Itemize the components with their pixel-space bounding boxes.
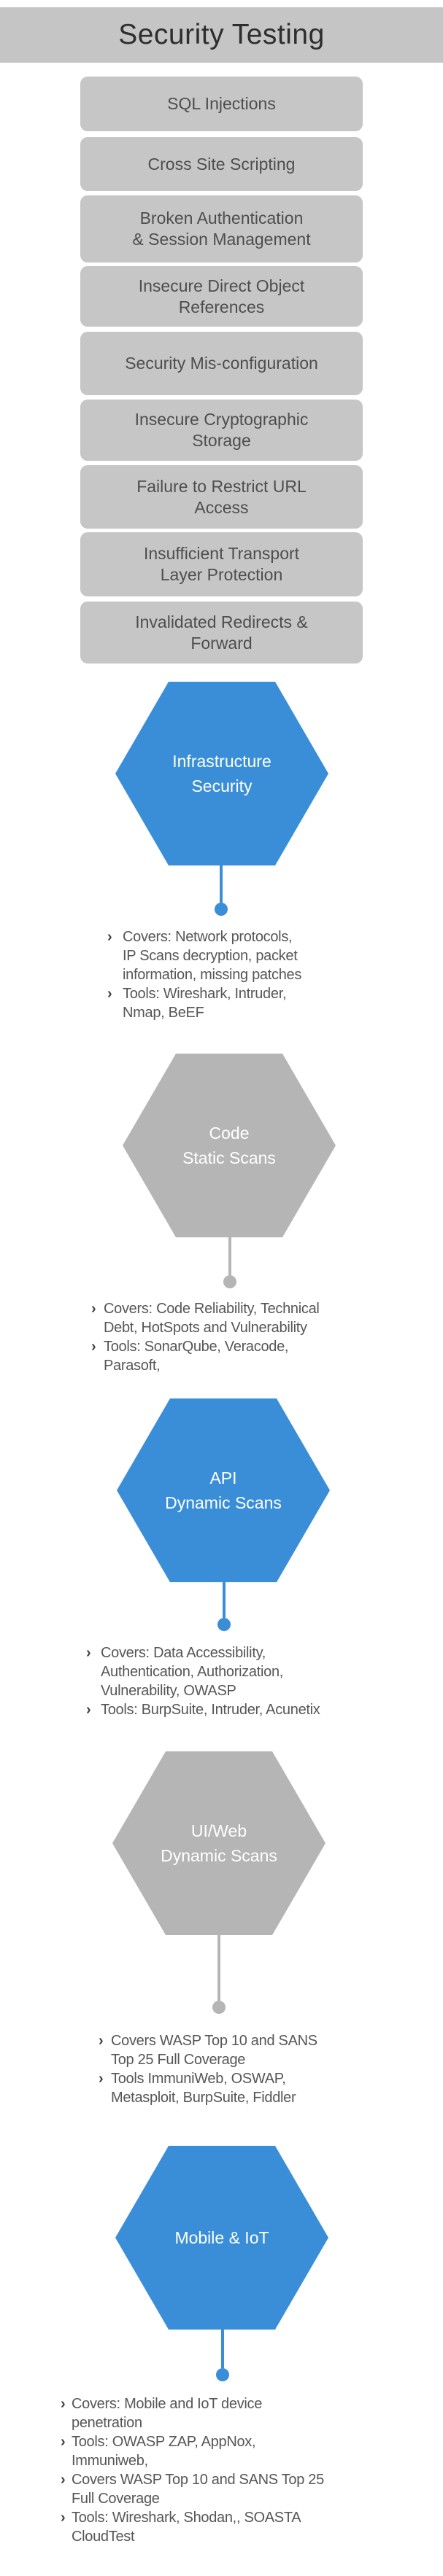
hexagon-label: API Dynamic Scans — [165, 1468, 282, 1512]
connector-dot — [212, 2001, 226, 2014]
bullet-item: › Covers: Code Reliability, Technical Deb… — [91, 1299, 351, 1337]
topic-box-cross-site-scripting: Cross Site Scripting — [80, 137, 363, 191]
page-title: Security Testing — [118, 19, 325, 50]
hexagon-ui-web-dynamic-scans: UI/Web Dynamic Scans — [112, 1751, 325, 1935]
section-bullets-infrastructure: › Covers: Network protocols, IP Scans dec… — [107, 927, 337, 1022]
chevron-bullet-icon: › — [99, 2033, 104, 2049]
hexagon-label: Code Static Scans — [182, 1124, 276, 1167]
bullet-text: Tools: BurpSuite, Intruder, Acunetix — [101, 1702, 320, 1718]
chevron-bullet-icon: › — [61, 2472, 66, 2488]
connector-stem — [217, 1935, 220, 2001]
topic-box-insecure-cryptographic-storage: Insecure Cryptographic Storage — [80, 400, 363, 461]
bullet-item: › Tools: Wireshark, Intruder, Nmap, BeEF — [107, 984, 337, 1022]
bullet-text: Covers: Mobile and IoT device penetratio… — [72, 2396, 263, 2431]
connector-stem — [220, 865, 223, 904]
topic-box-label: Security Mis-configuration — [125, 354, 318, 373]
bullet-item: › Covers WASP Top 10 and SANS Top 25 Full… — [99, 2031, 355, 2069]
topic-box-security-misconfiguration: Security Mis-configuration — [80, 332, 363, 395]
bullet-item: › Covers: Data Accessibility, Authenticat… — [86, 1643, 355, 1700]
chevron-bullet-icon: › — [86, 1702, 91, 1718]
chevron-bullet-icon: › — [107, 929, 112, 945]
bullet-item: › Tools ImmuniWeb, OSWAP, Metasploit, Bur… — [99, 2069, 355, 2107]
chevron-bullet-icon: › — [91, 1301, 96, 1317]
topic-box-failure-restrict-url: Failure to Restrict URL Access — [80, 465, 363, 529]
connector-dot — [223, 1275, 236, 1288]
topic-box-label: Insecure Cryptographic Storage — [134, 410, 309, 450]
bullet-item: › Tools: BurpSuite, Intruder, Acunetix — [86, 1700, 355, 1719]
connector-dot — [217, 1618, 231, 1631]
bullet-text: Tools ImmuniWeb, OSWAP, Metasploit, Burp… — [111, 2071, 296, 2106]
bullet-item: › Covers WASP Top 10 and SANS Top 25 Full… — [61, 2470, 324, 2508]
hexagon-api-dynamic-scans: API Dynamic Scans — [117, 1398, 330, 1582]
chevron-bullet-icon: › — [61, 2434, 66, 2450]
hexagon-label: UI/Web Dynamic Scans — [161, 1821, 277, 1865]
connector-stem — [221, 2328, 224, 2368]
topic-box-label: Failure to Restrict URL Access — [136, 476, 307, 517]
chevron-bullet-icon: › — [107, 986, 112, 1002]
section-bullets-api-dynamic: › Covers: Data Accessibility, Authenticat… — [86, 1643, 355, 1719]
chevron-bullet-icon: › — [86, 1645, 91, 1661]
topic-box-label: Insecure Direct Object References — [138, 276, 305, 316]
bullet-text: Covers WASP Top 10 and SANS Top 25 Full … — [72, 2472, 324, 2507]
bullet-text: Covers: Data Accessibility, Authenticati… — [101, 1645, 284, 1699]
topic-box-invalidated-redirects: Invalidated Redirects & Forward — [80, 602, 363, 664]
bullet-text: Tools: Wireshark, Shodan,, SOASTA CloudT… — [72, 2510, 301, 2545]
bullet-text: Tools: Wireshark, Intruder, Nmap, BeEF — [123, 986, 287, 1021]
connector-dot — [215, 903, 228, 916]
bullet-text: Covers WASP Top 10 and SANS Top 25 Full … — [111, 2033, 317, 2068]
bullet-item: › Tools: OWASP ZAP, AppNox, Immuniweb, — [61, 2432, 320, 2470]
section-bullets-ui-web: › Covers WASP Top 10 and SANS Top 25 Full… — [99, 2031, 355, 2107]
bullet-text: Tools: SonarQube, Veracode, Parasoft, — [104, 1339, 289, 1374]
page-title-band: Security Testing — [0, 7, 443, 63]
connector-stem — [228, 1237, 231, 1275]
hexagon-label: Mobile & IoT — [174, 2228, 269, 2247]
section-bullets-mobile-iot: › Covers: Mobile and IoT device penetrati… — [61, 2394, 324, 2546]
hexagon-infrastructure-security: Infrastructure Security — [115, 682, 328, 865]
hexagon-label: Infrastructure Security — [172, 752, 271, 795]
bullet-text: Covers: Code Reliability, Technical Debt… — [104, 1301, 320, 1336]
topic-box-label: Invalidated Redirects & Forward — [135, 612, 308, 653]
hexagon-mobile-iot: Mobile & IoT — [115, 2146, 328, 2330]
chevron-bullet-icon: › — [61, 2510, 66, 2526]
topic-box-sql-injections: SQL Injections — [80, 77, 363, 131]
bullet-text: Tools: OWASP ZAP, AppNox, Immuniweb, — [72, 2434, 256, 2469]
chevron-bullet-icon: › — [91, 1339, 96, 1355]
section-bullets-code-static: › Covers: Code Reliability, Technical Deb… — [91, 1299, 351, 1375]
topic-box-broken-authentication: Broken Authentication & Session Manageme… — [80, 195, 363, 262]
topic-box-label: Cross Site Scripting — [147, 154, 296, 174]
bullet-item: › Tools: SonarQube, Veracode, Parasoft, — [91, 1337, 351, 1375]
bullet-item: › Covers: Mobile and IoT device penetrati… — [61, 2394, 320, 2432]
chevron-bullet-icon: › — [61, 2396, 66, 2412]
bullet-text: Covers: Network protocols, IP Scans decr… — [123, 929, 302, 983]
topic-box-label: Broken Authentication & Session Manageme… — [132, 209, 311, 249]
topic-box-insecure-direct-object: Insecure Direct Object References — [80, 266, 363, 327]
topic-box-label: Insufficient Transport Layer Protection — [143, 544, 300, 584]
topic-box-label: SQL Injections — [167, 94, 276, 113]
chevron-bullet-icon: › — [99, 2071, 104, 2087]
hexagon-code-static-scans: Code Static Scans — [123, 1054, 336, 1237]
connector-dot — [216, 2368, 229, 2381]
topic-box-insufficient-transport-layer: Insufficient Transport Layer Protection — [80, 532, 363, 596]
connector-stem — [223, 1582, 226, 1618]
bullet-item: › Tools: Wireshark, Shodan,, SOASTA Cloud… — [61, 2508, 320, 2546]
bullet-item: › Covers: Network protocols, IP Scans dec… — [107, 927, 337, 984]
